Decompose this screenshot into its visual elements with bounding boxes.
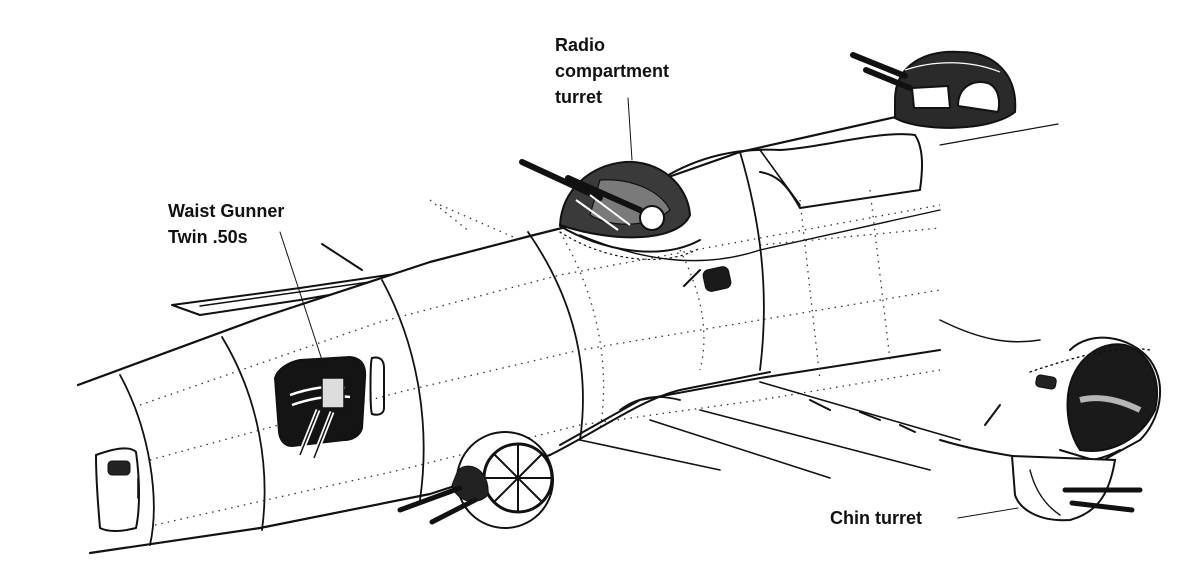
label-radio-turret: Radio compartment turret	[555, 35, 669, 161]
label-chin-turret: Chin turret	[830, 507, 1019, 528]
waist-gunner-label-line-2: Twin .50s	[168, 227, 248, 247]
tail-entry-door	[95, 447, 140, 532]
waist-gunner-leader-line	[279, 231, 323, 361]
ball-turret	[397, 431, 554, 529]
radio-turret-label-line-2: compartment	[555, 61, 669, 81]
radio-turret-label-line-3: turret	[555, 87, 602, 107]
chin-turret-label: Chin turret	[830, 508, 922, 528]
radio-turret-leader-line	[627, 97, 633, 161]
radio-compartment-turret	[519, 159, 732, 292]
top-turret	[850, 50, 1017, 129]
chin-turret-leader-line	[957, 507, 1019, 519]
rivet-lines	[139, 189, 941, 526]
waist-gunner-window	[273, 355, 385, 459]
canopy-section	[659, 133, 923, 209]
wing	[549, 319, 1041, 479]
label-waist-gunner: Waist Gunner Twin .50s	[168, 201, 323, 361]
fuselage	[76, 108, 1060, 555]
radio-turret-label-line-1: Radio	[555, 35, 605, 55]
nose-section	[939, 336, 1162, 522]
waist-gunner-label-line-1: Waist Gunner	[168, 201, 284, 221]
